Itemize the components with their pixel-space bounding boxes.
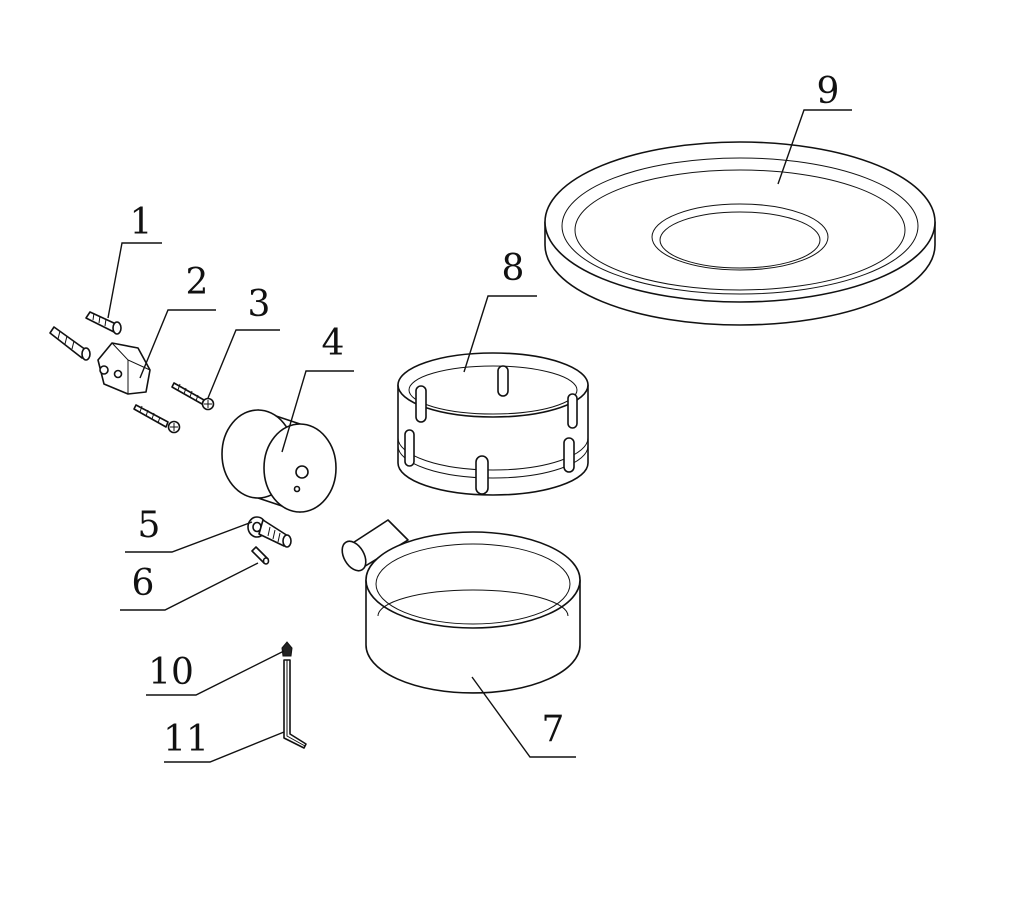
label-6: 6 bbox=[132, 563, 155, 604]
part-11-hex-key bbox=[283, 659, 307, 749]
label-8: 8 bbox=[502, 248, 525, 289]
leader-10 bbox=[146, 650, 285, 696]
part-3-screws bbox=[133, 382, 215, 434]
leader-2 bbox=[139, 309, 216, 379]
part-2-bracket bbox=[97, 342, 151, 395]
part-9-dish bbox=[544, 141, 936, 326]
leader-9 bbox=[777, 109, 852, 185]
leader-6 bbox=[120, 562, 259, 611]
label-11: 11 bbox=[163, 719, 209, 760]
leader-lines bbox=[107, 109, 852, 763]
label-4: 4 bbox=[322, 323, 345, 364]
label-2: 2 bbox=[186, 262, 209, 303]
part-numbers: 1 2 3 4 5 6 7 8 9 10 11 bbox=[130, 71, 840, 760]
part-4-cylinder bbox=[221, 409, 337, 513]
part-7-cup bbox=[341, 519, 581, 694]
label-1: 1 bbox=[130, 202, 153, 243]
leader-1 bbox=[107, 242, 162, 319]
leader-4 bbox=[281, 370, 354, 453]
label-7: 7 bbox=[542, 709, 565, 750]
leader-3 bbox=[207, 329, 280, 399]
leader-5 bbox=[125, 521, 253, 553]
leader-8 bbox=[463, 295, 537, 373]
label-3: 3 bbox=[248, 284, 271, 325]
part-6-pin bbox=[251, 546, 270, 565]
label-9: 9 bbox=[817, 71, 840, 112]
label-5: 5 bbox=[138, 505, 161, 546]
part-10-grub-screw bbox=[281, 641, 293, 657]
part-5-set-screw bbox=[247, 516, 292, 548]
part-1-anchors bbox=[49, 311, 122, 361]
label-10: 10 bbox=[148, 652, 194, 693]
leader-11 bbox=[164, 731, 285, 763]
leader-7 bbox=[471, 676, 576, 758]
part-8-ring bbox=[397, 352, 589, 496]
